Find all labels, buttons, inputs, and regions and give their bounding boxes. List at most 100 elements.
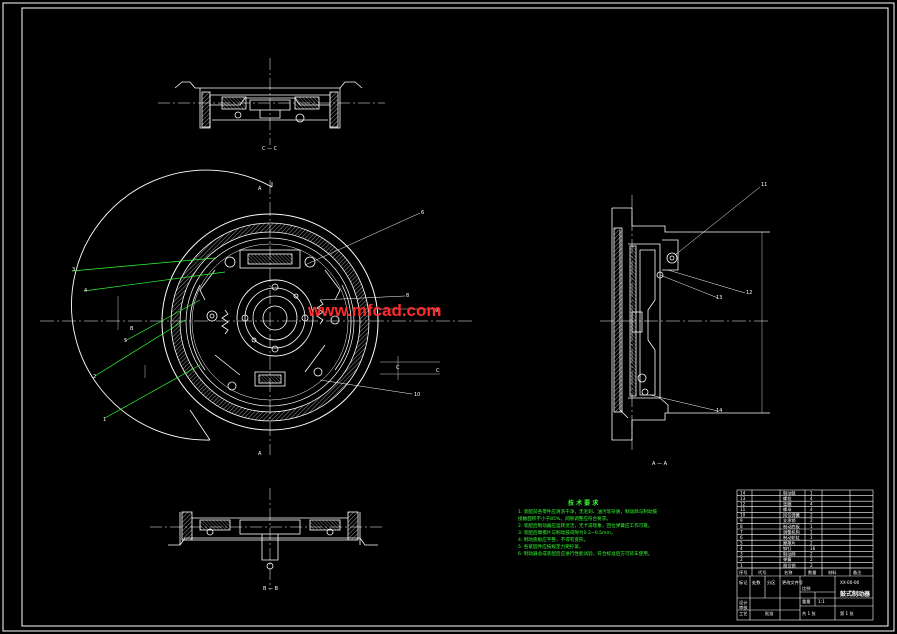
inner-border [21, 7, 889, 627]
tech-req-line-2: 接触面积不小于85%，间隙调整应符合要求。 [518, 515, 611, 522]
section-label-top: C — C [262, 146, 278, 152]
leader-14: 14 [716, 408, 722, 414]
parts-qty: 2 [810, 513, 813, 518]
parts-qty: 2 [810, 541, 813, 546]
leader-lines-side [649, 186, 761, 412]
watermark-text: www.mfcad.com [307, 301, 442, 320]
parts-name: 制动底板 [783, 523, 801, 530]
tb-sign-4: 更改文件号 [782, 579, 803, 586]
tb-col-5: 材料 [828, 569, 837, 576]
parts-name: 铆钉 [783, 545, 792, 552]
parts-no: 8 [740, 524, 743, 529]
tb-col-4: 数量 [808, 569, 816, 576]
parts-no: 14 [740, 490, 746, 495]
dim-c-2: C [436, 368, 440, 374]
tb-drawing-name: 鼓式制动器 [840, 590, 871, 598]
tb-col-3: 名称 [784, 569, 792, 576]
parts-qty: 1 [810, 490, 813, 495]
section-label-main-top: A [258, 186, 262, 192]
tb-sign-2: 处数 [752, 579, 761, 586]
tech-req-line-7: 6. 制动器总成装配后应进行性能试验，符合标准后方可装车使用。 [518, 550, 652, 557]
section-label-side: A — A [652, 461, 668, 467]
tb-col-6: 备注 [853, 569, 862, 576]
parts-no: 4 [740, 546, 743, 551]
leader-2: 2 [93, 374, 96, 380]
leader-8: 8 [406, 293, 409, 299]
leader-12: 12 [746, 290, 752, 296]
tb-code: XX-00-00 [840, 580, 860, 585]
tb-sheet-total: 共 1 张 [802, 610, 817, 617]
leader-lines-right [304, 212, 421, 395]
tech-req-line-5: 4. 制动底板应平整，不得有变形。 [518, 536, 588, 543]
leader-5: 5 [124, 338, 127, 344]
tech-req-line-4: 3. 装配后摩擦片与制动鼓间隙为0.2~0.5mm。 [518, 529, 616, 536]
leader-10: 10 [414, 392, 420, 398]
parts-no: 3 [740, 552, 743, 557]
leader-6: 6 [421, 210, 424, 216]
section-label-bottom: B — B [263, 586, 279, 592]
tb-col-1: 序号 [739, 569, 747, 576]
tb-row-3: 工艺 [739, 611, 747, 616]
tb-scale-value: 1:1 [818, 599, 825, 604]
side-section-view [600, 195, 770, 450]
title-block [736, 489, 874, 621]
parts-no: 10 [740, 513, 746, 518]
parts-name: 回位弹簧 [783, 512, 800, 519]
parts-name: 限位销 [783, 562, 796, 569]
tech-req-line-3: 2. 装配后制动器应运转灵活，无卡滞现象，回位弹簧应工作可靠。 [518, 522, 652, 529]
parts-qty: 1 [810, 524, 813, 529]
tb-sign-3: 分区 [767, 579, 775, 586]
parts-name: 垫圈 [783, 501, 791, 508]
parts-name: 调整机构 [783, 528, 800, 535]
parts-no: 11 [740, 507, 746, 512]
leader-11: 11 [761, 182, 767, 188]
parts-qty: 4 [810, 507, 813, 512]
tech-req-line-6: 5. 各紧固件应按规定力矩拧紧。 [518, 543, 584, 550]
parts-name: 摩擦片 [783, 540, 796, 547]
parts-no: 1 [740, 563, 743, 568]
tb-col-2: 代号 [758, 569, 766, 576]
parts-no: 12 [740, 502, 746, 507]
parts-qty: 1 [810, 529, 813, 534]
tb-sign-1: 标记 [739, 579, 748, 586]
parts-no: 7 [740, 529, 743, 534]
tech-req-heading: 技 术 要 求 [568, 499, 599, 507]
parts-qty: 16 [810, 546, 816, 551]
tb-scale-label: 比例 [802, 585, 810, 592]
tb-row-2: 审核 [739, 604, 748, 611]
parts-qty: 4 [810, 502, 813, 507]
parts-qty: 1 [810, 535, 813, 540]
top-section-view [158, 58, 385, 145]
parts-no: 13 [740, 496, 746, 501]
leader-13: 13 [716, 295, 722, 301]
technical-requirements: 技 术 要 求 1. 装配前各零件应清洗干净，无毛刺、油污等杂质，制动蹄与制动鼓… [518, 499, 657, 557]
parts-qty: 2 [810, 557, 813, 562]
parts-qty: 2 [810, 552, 813, 557]
tb-row-1: 设计 [739, 599, 747, 606]
tb-weight-label: 重量 [802, 598, 810, 605]
parts-qty: 4 [810, 496, 813, 501]
leader-lines-left [71, 257, 226, 419]
parts-qty: 2 [810, 518, 813, 523]
parts-name: 制动轮缸 [783, 534, 801, 541]
main-front-view [40, 169, 475, 455]
leader-4: 4 [84, 288, 87, 294]
leader-3: 3 [72, 267, 75, 273]
section-label-main-bottom: A [258, 451, 262, 457]
tb-row-4: 批准 [765, 610, 773, 617]
tech-req-line-1: 1. 装配前各零件应清洗干净，无毛刺、油污等杂质，制动蹄与制动鼓 [518, 508, 657, 515]
parts-no: 2 [740, 557, 743, 562]
dim-c-1: C [396, 365, 400, 371]
section-label-main-left: B [130, 326, 134, 332]
parts-name: 制动鼓 [783, 489, 796, 496]
parts-no: 9 [740, 518, 743, 523]
parts-name: 支承销 [783, 517, 796, 524]
parts-no: 6 [740, 535, 743, 540]
parts-name: 螺栓 [783, 495, 792, 502]
parts-name: 螺母 [783, 506, 791, 513]
tb-sheet-no: 第 1 张 [840, 610, 855, 617]
parts-no: 5 [740, 541, 743, 546]
